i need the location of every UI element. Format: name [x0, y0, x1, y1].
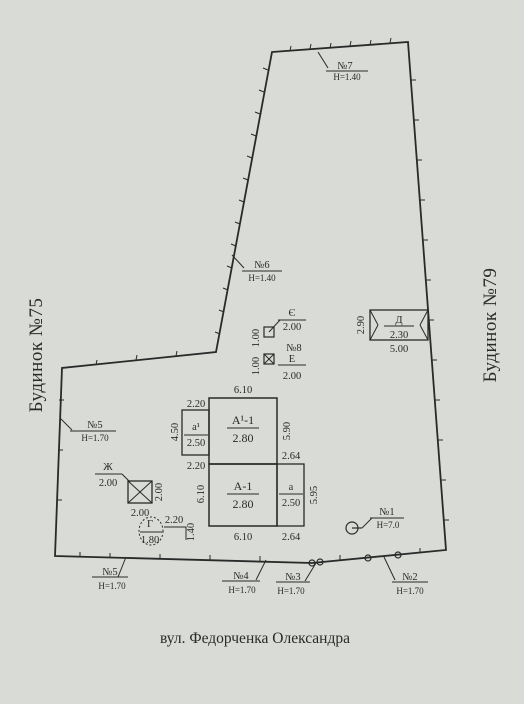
svg-text:Н=7.0: Н=7.0	[377, 520, 400, 530]
svg-text:№5: №5	[102, 567, 117, 578]
svg-text:А¹-1: А¹-1	[232, 413, 254, 427]
svg-text:№2: №2	[402, 572, 417, 583]
fence-6-label: №6 Н=1.40	[231, 254, 282, 283]
svg-text:2.80: 2.80	[233, 431, 254, 445]
building-e: №8 Е 2.00 1.00	[251, 343, 306, 382]
building-a1-annex: а¹ 2.50 2.20 4.50 2.20	[170, 399, 210, 472]
svg-text:1.40: 1.40	[186, 523, 197, 541]
svg-text:№6: №6	[254, 260, 269, 271]
svg-text:а: а	[289, 482, 294, 493]
svg-text:№3: №3	[285, 572, 300, 583]
svg-text:№7: №7	[337, 61, 352, 72]
svg-text:Н=1.70: Н=1.70	[98, 581, 126, 591]
svg-text:2.64: 2.64	[282, 532, 301, 543]
svg-text:6.10: 6.10	[234, 532, 252, 543]
svg-text:2.80: 2.80	[233, 497, 254, 511]
svg-text:№1: №1	[379, 507, 394, 518]
svg-text:№8: №8	[286, 343, 301, 354]
svg-text:2.20: 2.20	[187, 399, 205, 410]
neighbor-right-label: Будинок №79	[480, 268, 501, 383]
svg-text:Н=1.40: Н=1.40	[248, 273, 276, 283]
neighbor-left-label: Будинок №75	[26, 298, 47, 413]
svg-text:Н=1.70: Н=1.70	[277, 586, 305, 596]
fence-3-label: №3 Н=1.70	[276, 562, 317, 596]
svg-text:1.80: 1.80	[141, 535, 159, 546]
fence-5-left-label: №5 Н=1.70	[59, 417, 116, 443]
svg-text:2.50: 2.50	[187, 438, 205, 449]
gate-markers	[308, 521, 402, 567]
right-edge-ticks	[411, 79, 449, 521]
building-d: Д 2.30 2.90 5.00	[356, 309, 429, 355]
fence-1-label: №1 Н=7.0	[361, 507, 404, 530]
svg-text:5.00: 5.00	[390, 344, 408, 355]
svg-text:Н=1.70: Н=1.70	[396, 586, 424, 596]
svg-text:А-1: А-1	[234, 479, 253, 493]
svg-text:1.00: 1.00	[251, 357, 262, 375]
svg-text:Е: Е	[289, 354, 295, 365]
svg-text:2.00: 2.00	[283, 322, 301, 333]
bottom-edge-ticks	[57, 350, 421, 561]
building-a-1: А-1 2.80 6.10 6.10	[196, 463, 278, 543]
svg-text:2.50: 2.50	[282, 498, 300, 509]
svg-text:2.64: 2.64	[282, 451, 301, 462]
street-name: вул. Федорченка Олександра	[160, 630, 350, 647]
svg-text:6.10: 6.10	[234, 385, 252, 396]
building-a1-1: А¹-1 2.80 6.10 5.90	[208, 385, 293, 465]
svg-text:2.90: 2.90	[356, 316, 367, 334]
svg-text:2.00: 2.00	[283, 371, 301, 382]
svg-text:Є: Є	[289, 308, 296, 319]
building-a-annex: а 2.50 2.64 5.95 2.64	[276, 451, 320, 543]
svg-text:Н=1.40: Н=1.40	[333, 72, 361, 82]
svg-text:№4: №4	[233, 571, 249, 582]
fence-7-label: №7 Н=1.40	[317, 51, 368, 82]
building-zh: Ж 2.00 2.00 2.00	[95, 462, 165, 519]
svg-text:2.20: 2.20	[187, 461, 205, 472]
svg-text:6.10: 6.10	[196, 485, 207, 503]
svg-text:№5: №5	[87, 420, 102, 431]
svg-text:Н=1.70: Н=1.70	[228, 585, 256, 595]
fence-2-label: №2 Н=1.70	[383, 556, 428, 596]
svg-text:а¹: а¹	[192, 422, 200, 433]
svg-text:4.50: 4.50	[170, 423, 181, 441]
svg-text:Д: Д	[395, 315, 402, 326]
plot-boundary	[54, 41, 447, 564]
fence-4-label: №4 Н=1.70	[222, 559, 267, 595]
building-g: Г 1.80 2.20 1.40	[138, 515, 197, 546]
svg-text:2.30: 2.30	[390, 330, 408, 341]
svg-text:2.00: 2.00	[154, 483, 165, 501]
svg-text:5.90: 5.90	[282, 422, 293, 440]
svg-text:1.00: 1.00	[251, 329, 262, 347]
building-ye: Є 2.00 1.00	[251, 308, 306, 347]
svg-text:2.20: 2.20	[165, 515, 183, 526]
fence-5-bottom-label: №5 Н=1.70	[92, 556, 128, 591]
svg-text:Н=1.70: Н=1.70	[81, 433, 109, 443]
svg-text:2.00: 2.00	[99, 478, 117, 489]
svg-text:5.95: 5.95	[309, 486, 320, 504]
svg-text:Г: Г	[147, 519, 153, 530]
svg-text:Ж: Ж	[103, 462, 113, 473]
fence-6-ticks	[214, 67, 269, 335]
fence-7-ticks	[289, 37, 392, 52]
svg-text:2.00: 2.00	[131, 508, 149, 519]
